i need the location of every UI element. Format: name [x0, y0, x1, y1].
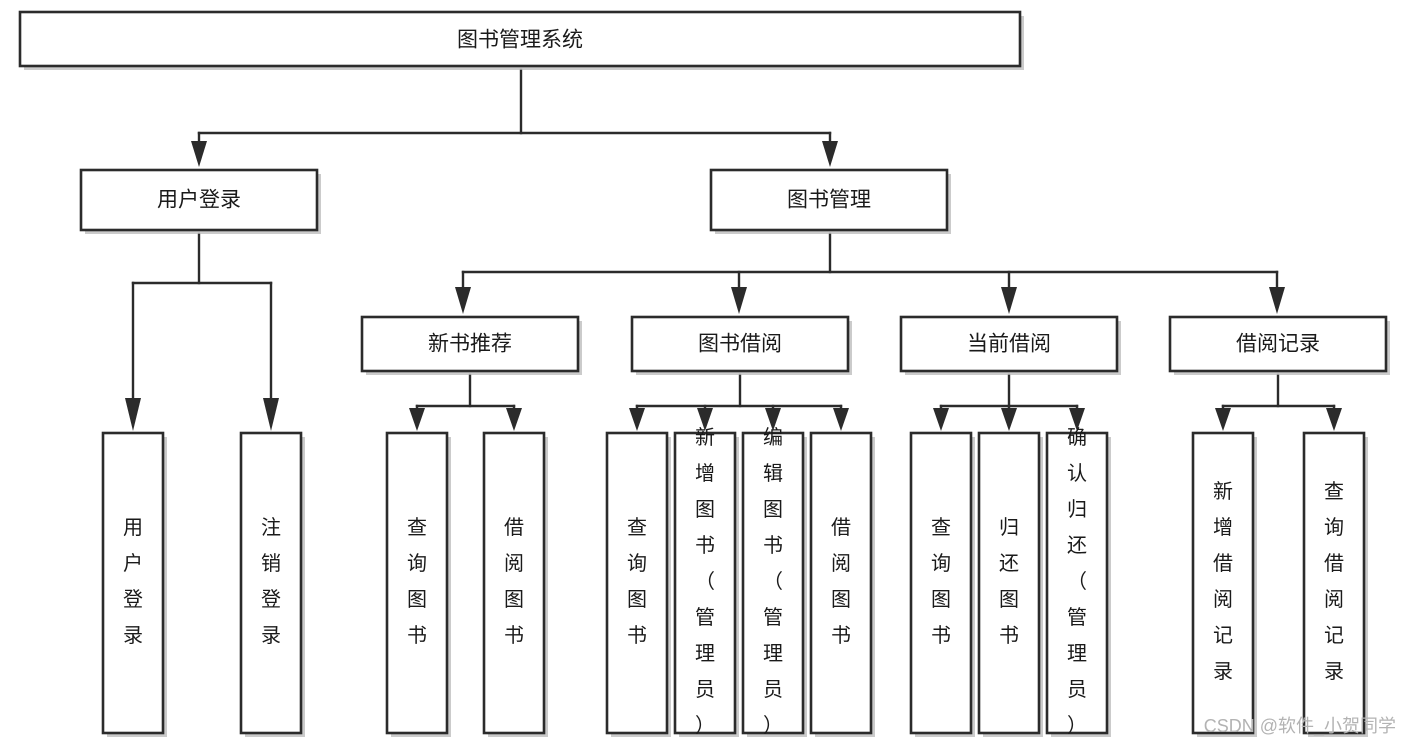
node-current-borrow-box — [899, 315, 1119, 373]
arrow-leaf-user-login — [125, 398, 141, 431]
leaf-bb-add-book-box — [673, 431, 737, 735]
leaf-br-query-record-box — [1302, 431, 1366, 735]
node-user-login-box — [79, 168, 319, 232]
leaf-logout-label: 注销登录 — [261, 516, 281, 647]
node-root-box — [18, 10, 1022, 68]
node-borrow-record[interactable]: 借阅记录 — [1168, 315, 1390, 375]
arrow-bb-leaf-1 — [629, 408, 645, 431]
leaf-bb-borrow-book-label: 借阅图书 — [831, 516, 851, 647]
arrow-user-login — [191, 141, 207, 167]
arrow-current — [1001, 287, 1017, 314]
leaf-nb-query-book-label: 查询图书 — [407, 516, 427, 647]
leaf-cb-return-book[interactable]: 归还图书 — [977, 431, 1043, 737]
arrow-br-leaf-2 — [1326, 408, 1342, 431]
arrow-leaf-logout — [263, 398, 279, 431]
node-root-label: 图书管理系统 — [457, 29, 583, 52]
node-book-borrow-label: 图书借阅 — [698, 333, 782, 356]
leaf-bb-add-book-label: 新增图书（管理员） — [695, 426, 715, 737]
leaf-user-login-label: 用户登录 — [123, 517, 143, 647]
node-new-book-recommend-label: 新书推荐 — [428, 333, 512, 356]
node-book-management-box — [709, 168, 949, 232]
leaf-cb-confirm-return[interactable]: 确认归还（管理员） — [1045, 426, 1111, 737]
leaf-bb-borrow-book[interactable]: 借阅图书 — [809, 431, 875, 737]
leaf-bb-edit-book-box — [741, 431, 805, 735]
leaf-logout[interactable]: 注销登录 — [239, 431, 305, 737]
node-new-book-recommend[interactable]: 新书推荐 — [360, 315, 582, 375]
leaf-nb-borrow-book-label: 借阅图书 — [504, 516, 524, 647]
node-book-management[interactable]: 图书管理 — [709, 168, 951, 234]
arrow-record — [1269, 287, 1285, 314]
node-new-book-recommend-box — [360, 315, 580, 373]
leaf-bb-edit-book[interactable]: 编辑图书（管理员） — [741, 426, 807, 737]
connector-group — [125, 68, 1342, 431]
leaf-nb-borrow-book[interactable]: 借阅图书 — [482, 431, 548, 737]
leaf-user-login[interactable]: 用户登录 — [101, 431, 167, 737]
leaf-br-query-record-label: 查询借阅记录 — [1324, 480, 1344, 683]
node-book-borrow-box — [630, 315, 850, 373]
arrow-bb-leaf-4 — [833, 408, 849, 431]
leaf-br-add-record-label: 新增借阅记录 — [1213, 480, 1233, 683]
arrow-cb-leaf-2 — [1001, 408, 1017, 431]
arrow-bb-leaf-3 — [765, 408, 781, 431]
watermark-label: CSDN @软件_小贺同学 — [1204, 716, 1396, 737]
arrow-br-leaf-1 — [1215, 408, 1231, 431]
leaf-cb-return-book-label: 归还图书 — [999, 516, 1019, 647]
leaf-bb-edit-book-label: 编辑图书（管理员） — [763, 426, 783, 737]
leaf-cb-confirm-return-label: 确认归还（管理员） — [1067, 426, 1087, 737]
leaf-nb-query-book[interactable]: 查询图书 — [385, 431, 451, 737]
leaf-cb-query-book-label: 查询图书 — [931, 516, 951, 647]
leaf-cb-query-book[interactable]: 查询图书 — [909, 431, 975, 737]
leaf-bb-borrow-book-box — [809, 431, 873, 735]
arrow-nb-leaf-1 — [409, 408, 425, 431]
leaf-bb-query-book-box — [605, 431, 669, 735]
leaf-bb-query-book-label: 查询图书 — [627, 516, 647, 647]
arrow-borrow — [731, 287, 747, 314]
leaf-bb-query-book[interactable]: 查询图书 — [605, 431, 671, 737]
leaf-nb-borrow-book-box — [482, 431, 546, 735]
node-user-login-label: 用户登录 — [157, 189, 241, 212]
leaf-br-add-record[interactable]: 新增借阅记录 — [1191, 431, 1257, 737]
leaf-logout-box — [239, 431, 303, 735]
arrow-cb-leaf-1 — [933, 408, 949, 431]
node-user-login[interactable]: 用户登录 — [79, 168, 321, 234]
arrow-cb-leaf-3 — [1069, 408, 1085, 431]
node-book-management-label: 图书管理 — [787, 189, 871, 212]
arrow-bb-leaf-2 — [697, 408, 713, 431]
node-borrow-record-box — [1168, 315, 1388, 373]
leaf-br-query-record[interactable]: 查询借阅记录 — [1302, 431, 1368, 737]
node-book-borrow[interactable]: 图书借阅 — [630, 315, 852, 375]
leaf-nb-query-book-box — [385, 431, 449, 735]
leaf-br-add-record-box — [1191, 431, 1255, 735]
leaf-user-login-box — [101, 431, 165, 735]
leaf-bb-add-book[interactable]: 新增图书（管理员） — [673, 426, 739, 737]
node-current-borrow[interactable]: 当前借阅 — [899, 315, 1121, 375]
leaf-cb-query-book-box — [909, 431, 973, 735]
node-root[interactable]: 图书管理系统 — [18, 10, 1024, 70]
arrow-book-mgmt — [822, 141, 838, 167]
node-borrow-record-label: 借阅记录 — [1236, 333, 1320, 356]
arrow-new-book — [455, 287, 471, 314]
arrow-nb-leaf-2 — [506, 408, 522, 431]
node-current-borrow-label: 当前借阅 — [967, 333, 1051, 356]
leaf-cb-confirm-return-box — [1045, 431, 1109, 735]
leaf-cb-return-book-box — [977, 431, 1041, 735]
